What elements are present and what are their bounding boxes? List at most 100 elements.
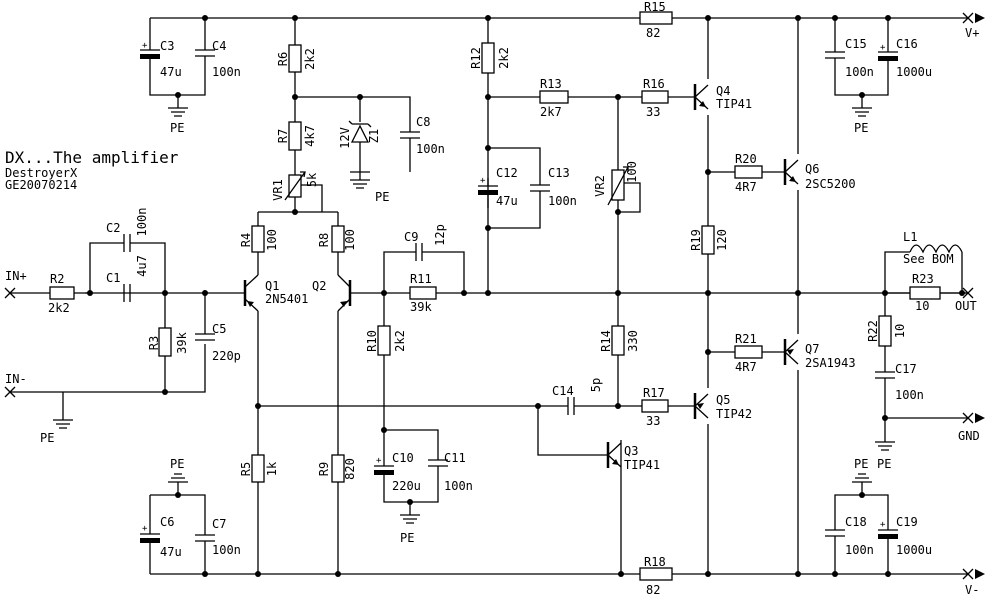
r21-value: 4R7 bbox=[735, 360, 757, 374]
svg-text:+: + bbox=[880, 43, 886, 53]
r5-value: 1k bbox=[265, 461, 279, 476]
wires bbox=[10, 17, 968, 575]
c8-value: 100n bbox=[416, 142, 445, 156]
r8-value: 100 bbox=[343, 229, 357, 251]
r20-ref: R20 bbox=[735, 152, 757, 166]
q5-value: TIP42 bbox=[716, 407, 752, 421]
c10-value: 220u bbox=[392, 479, 421, 493]
c8-ref: C8 bbox=[416, 115, 430, 129]
c9-ref: C9 bbox=[404, 230, 418, 244]
svg-text:+: + bbox=[142, 524, 148, 534]
c12-value: 47u bbox=[496, 194, 518, 208]
port-markers bbox=[4, 12, 974, 580]
q7-value: 2SA1943 bbox=[805, 356, 856, 370]
svg-text:+: + bbox=[480, 176, 486, 186]
port-out-label[interactable]: OUT bbox=[955, 299, 977, 313]
r22-ref: R22 bbox=[866, 320, 880, 342]
capacitor-plates[interactable] bbox=[123, 49, 895, 574]
c1-value: 4u7 bbox=[135, 255, 149, 277]
title-main: DX...The amplifier bbox=[5, 148, 179, 167]
c15-value: 100n bbox=[845, 65, 874, 79]
r10-value: 2k2 bbox=[393, 330, 407, 352]
r2-ref: R2 bbox=[50, 272, 64, 286]
r14-value: 330 bbox=[626, 330, 640, 352]
r13-value: 2k7 bbox=[540, 105, 562, 119]
c13-ref: C13 bbox=[548, 166, 570, 180]
svg-text:+: + bbox=[880, 520, 886, 530]
q4-ref: Q4 bbox=[716, 84, 730, 98]
vr2-ref: VR2 bbox=[593, 175, 607, 197]
q6-ref: Q6 bbox=[805, 162, 819, 176]
c2-value: 100n bbox=[135, 208, 149, 237]
svg-text:+: + bbox=[376, 456, 382, 466]
c16-ref: C16 bbox=[896, 37, 918, 51]
pe-label: PE bbox=[854, 457, 868, 471]
z1-ref: Z1 bbox=[367, 129, 381, 143]
r9-value: 820 bbox=[343, 458, 357, 480]
q2-ref: Q2 bbox=[312, 279, 326, 293]
c3-ref: C3 bbox=[160, 39, 174, 53]
r2-value: 2k2 bbox=[48, 301, 70, 315]
l1-value: See BOM bbox=[903, 252, 954, 266]
r5-ref: R5 bbox=[239, 462, 253, 476]
r23-value: 10 bbox=[915, 299, 929, 313]
c18-value: 100n bbox=[845, 543, 874, 557]
vr2-value: 100 bbox=[625, 161, 639, 183]
pe-label: PE bbox=[375, 190, 389, 204]
c17-ref: C17 bbox=[895, 362, 917, 376]
r10-ref: R10 bbox=[365, 330, 379, 352]
r19-ref: R19 bbox=[689, 229, 703, 251]
r15-value: 82 bbox=[646, 26, 660, 40]
c18-ref: C18 bbox=[845, 515, 867, 529]
port-v-minus-label[interactable]: V- bbox=[965, 583, 979, 597]
q6-value: 2SC5200 bbox=[805, 177, 856, 191]
r17-ref: R17 bbox=[643, 386, 665, 400]
c2-ref: C2 bbox=[106, 221, 120, 235]
title-author: DestroyerX bbox=[5, 166, 78, 180]
r22-value: 10 bbox=[893, 324, 907, 338]
inductor-l1 bbox=[909, 244, 963, 254]
port-gnd-label[interactable]: GND bbox=[958, 429, 980, 443]
port-in-minus-label[interactable]: IN- bbox=[5, 372, 27, 386]
r3-value: 39k bbox=[175, 331, 189, 353]
r12-ref: R12 bbox=[469, 47, 483, 69]
r6-value: 2k2 bbox=[303, 48, 317, 70]
r7-ref: R7 bbox=[276, 129, 290, 143]
transistor-arrows bbox=[247, 101, 796, 465]
electrolytic-caps: + + + + + + bbox=[140, 38, 898, 574]
c5-ref: C5 bbox=[212, 322, 226, 336]
trimmer-arrows bbox=[284, 166, 629, 206]
ground-symbols bbox=[53, 107, 895, 524]
c11-value: 100n bbox=[444, 479, 473, 493]
c3-value: 47u bbox=[160, 65, 182, 79]
transistor-symbols bbox=[243, 84, 787, 468]
port-v-plus-label[interactable]: V+ bbox=[965, 26, 979, 40]
r3-ref: R3 bbox=[147, 336, 161, 350]
pe-label: PE bbox=[877, 457, 891, 471]
r15-ref: R15 bbox=[644, 0, 666, 14]
c15-ref: C15 bbox=[845, 37, 867, 51]
c5-value: 220p bbox=[212, 349, 241, 363]
r14-ref: R14 bbox=[599, 330, 613, 352]
q5-ref: Q5 bbox=[716, 393, 730, 407]
r19-value: 120 bbox=[715, 229, 729, 251]
pe-label: PE bbox=[400, 531, 414, 545]
r9-ref: R9 bbox=[317, 462, 331, 476]
c9-value: 12p bbox=[433, 224, 447, 246]
c12-ref: C12 bbox=[496, 166, 518, 180]
pe-label: PE bbox=[854, 121, 868, 135]
resistor-symbols bbox=[49, 11, 941, 581]
q1-value: 2N5401 bbox=[265, 292, 308, 306]
resistor-leads bbox=[722, 171, 968, 353]
r23-ref: R23 bbox=[912, 272, 934, 286]
svg-text:+: + bbox=[142, 41, 148, 51]
q3-value: TIP41 bbox=[624, 458, 660, 472]
port-in-plus-label[interactable]: IN+ bbox=[5, 269, 27, 283]
r11-ref: R11 bbox=[410, 272, 432, 286]
c10-ref: C10 bbox=[392, 451, 414, 465]
vr1-value: 5k bbox=[305, 172, 319, 187]
zener-diode bbox=[348, 120, 372, 143]
r7-value: 4k7 bbox=[303, 125, 317, 147]
r17-value: 33 bbox=[646, 414, 660, 428]
